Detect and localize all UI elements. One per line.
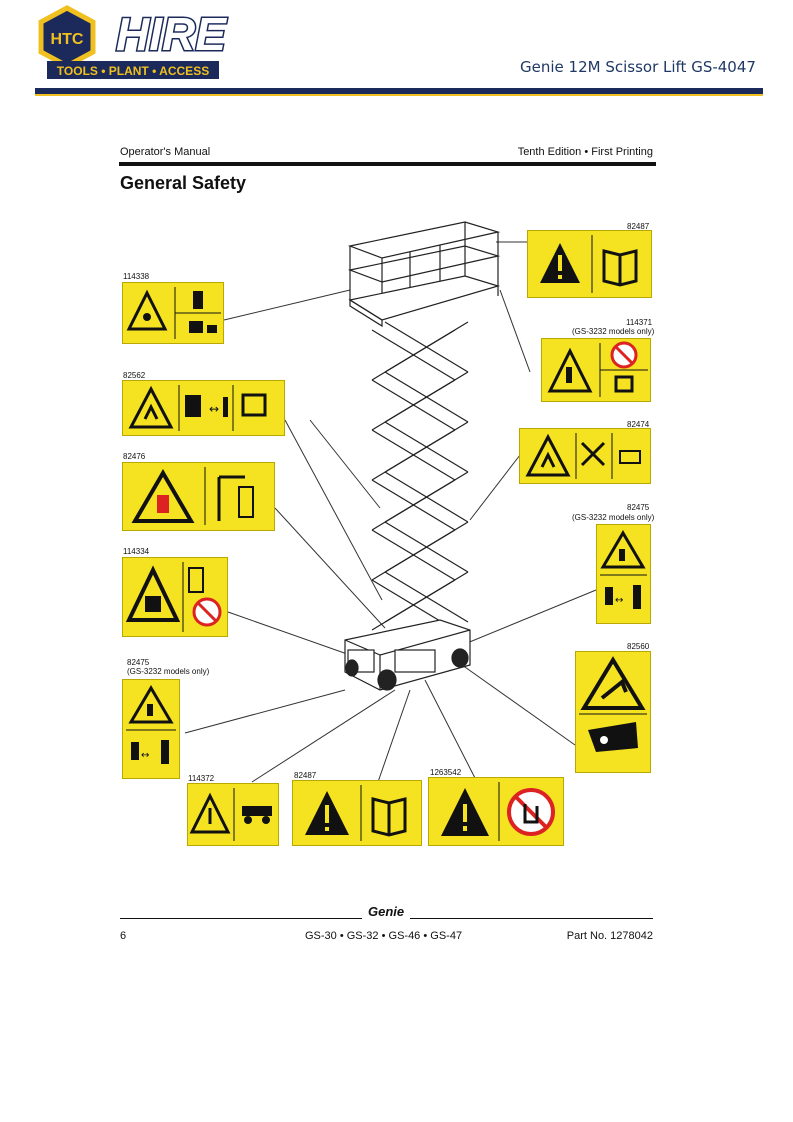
decal-82562: ↔	[122, 380, 285, 436]
decal-number: 82476	[123, 452, 146, 461]
decal-number: 82487	[294, 771, 317, 780]
logo-word: HIRE	[116, 8, 227, 60]
decal-number: 82475	[627, 503, 650, 512]
decal-number: 114371	[626, 318, 653, 327]
manual-header-rule	[119, 162, 656, 166]
decal-number: 82487	[627, 222, 650, 231]
manual-edition: Tenth Edition • First Printing	[517, 146, 653, 158]
decal-114338	[122, 282, 224, 344]
decal-1263542	[428, 777, 564, 846]
decal-number: 82475	[127, 658, 150, 667]
decal-number: 1263542	[430, 768, 462, 777]
logo-mark: HTC	[51, 31, 84, 48]
decal-82474	[519, 428, 651, 484]
decal-number: 114334	[123, 547, 150, 556]
decal-82487-bottom	[292, 780, 422, 846]
genie-logo: Genie	[362, 904, 411, 919]
section-title: General Safety	[120, 173, 247, 193]
page-number: 6	[120, 930, 127, 942]
htc-hire-logo: HTC HIRE TOOLS • PLANT • ACCESS	[33, 4, 253, 82]
decal-note: (GS-3232 models only)	[572, 327, 655, 336]
decal-82475-right: ↔	[596, 524, 651, 624]
decal-note: (GS-3232 models only)	[572, 513, 655, 522]
model-list: GS-30 • GS-32 • GS-46 • GS-47	[305, 930, 463, 942]
decal-number: 114372	[188, 774, 215, 783]
decal-82560	[575, 651, 651, 773]
header-rule	[35, 88, 763, 96]
document-title: Genie 12M Scissor Lift GS-4047	[520, 58, 756, 76]
decal-number: 82562	[123, 371, 146, 380]
decal-82487-top	[527, 230, 652, 298]
manual-name: Operator's Manual	[120, 146, 211, 158]
logo-tagline: TOOLS • PLANT • ACCESS	[57, 64, 209, 78]
decal-82475-left: ↔	[122, 679, 180, 779]
decal-note: (GS-3232 models only)	[127, 667, 210, 676]
svg-text:↔: ↔	[615, 595, 623, 606]
decal-114334	[122, 557, 228, 637]
manual-book-icon	[602, 249, 638, 287]
svg-text:↔: ↔	[141, 750, 149, 761]
part-number: Part No. 1278042	[566, 930, 653, 942]
decal-82476	[122, 462, 275, 531]
decal-number: 82560	[627, 642, 650, 651]
svg-text:↔: ↔	[209, 402, 219, 416]
decal-number: 114338	[123, 272, 150, 281]
decal-number: 82474	[627, 420, 650, 429]
decal-114372	[187, 783, 279, 846]
decal-114371	[541, 338, 651, 402]
